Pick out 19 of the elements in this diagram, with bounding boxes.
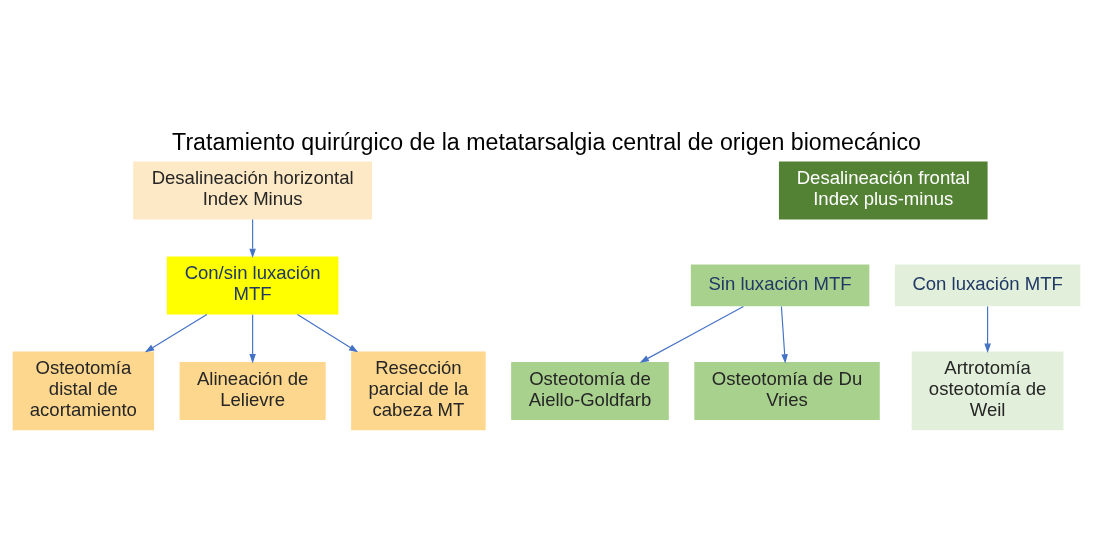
arrow: [249, 218, 256, 258]
node-box: Osteotomía distal de acortamiento: [12, 351, 155, 430]
arrow: [984, 305, 991, 353]
arrow: [780, 305, 788, 364]
node-box: Con/sin luxación MTF: [166, 255, 339, 314]
node-box: Desalineación horizontal Index Minus: [133, 160, 373, 219]
arrow: [249, 313, 256, 363]
node-box: Osteotomía de Aiello-Goldfarb: [511, 361, 669, 420]
node-box: Sin luxación MTF: [690, 264, 870, 306]
node-box: Resección parcial de la cabeza MT: [351, 351, 486, 430]
node-box: Artrotomía osteotomía de Weil: [911, 351, 1064, 430]
diagram-title: Tratamiento quirúrgico de la metatarsalgia central de origen biomecánico: [172, 128, 921, 155]
arrow: [296, 313, 359, 352]
arrow: [639, 305, 744, 363]
node-box: Alineación de Lelievre: [179, 361, 326, 420]
node-box: Con luxación MTF: [894, 264, 1081, 306]
arrow: [144, 313, 208, 352]
node-box: Osteotomía de Du Vries: [694, 361, 880, 420]
node-box: Desalineación frontal Index plus-minus: [778, 160, 988, 219]
